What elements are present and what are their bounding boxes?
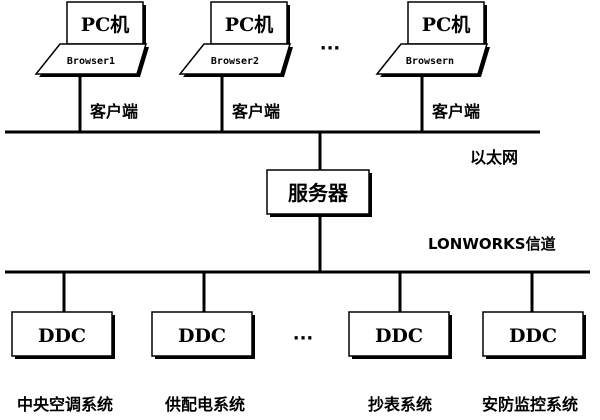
lonworks-label: LONWORKS信道 xyxy=(428,235,556,253)
system-label-metering: 抄表系统 xyxy=(368,395,432,414)
ddc-label: DDC xyxy=(38,325,86,347)
pc-client-2: PC机 Browser2 xyxy=(178,1,293,77)
browser-label: Browser1 xyxy=(67,56,115,67)
pc-client-n: PC机 Browsern xyxy=(375,1,490,77)
pc-label: PC机 xyxy=(81,14,129,36)
ddc-label: DDC xyxy=(509,325,557,347)
client-label-1: 客户端 xyxy=(90,102,138,121)
client-label-n: 客户端 xyxy=(432,102,480,121)
browser-label: Browsern xyxy=(406,56,454,67)
pc-label: PC机 xyxy=(422,14,470,36)
ddc-label: DDC xyxy=(178,325,226,347)
ddc-label: DDC xyxy=(375,325,423,347)
ddc-controller-4: DDC xyxy=(482,311,586,359)
ethernet-label: 以太网 xyxy=(470,148,518,167)
pc-client-1: PC机 Browser1 xyxy=(34,1,149,77)
pc-ellipsis: ··· xyxy=(320,38,341,59)
system-label-power: 供配电系统 xyxy=(164,395,245,414)
ddc-ellipsis: ··· xyxy=(293,328,314,349)
browser-label: Browser2 xyxy=(211,56,259,67)
server-label: 服务器 xyxy=(288,181,349,205)
pc-label: PC机 xyxy=(225,14,273,36)
system-label-security: 安防监控系统 xyxy=(482,395,578,414)
server-node: 服务器 xyxy=(266,169,372,217)
ddc-controller-1: DDC xyxy=(11,311,115,359)
ddc-controller-2: DDC xyxy=(151,311,255,359)
client-label-2: 客户端 xyxy=(232,102,280,121)
system-label-hvac: 中央空调系统 xyxy=(17,395,113,414)
ddc-controller-3: DDC xyxy=(348,311,452,359)
